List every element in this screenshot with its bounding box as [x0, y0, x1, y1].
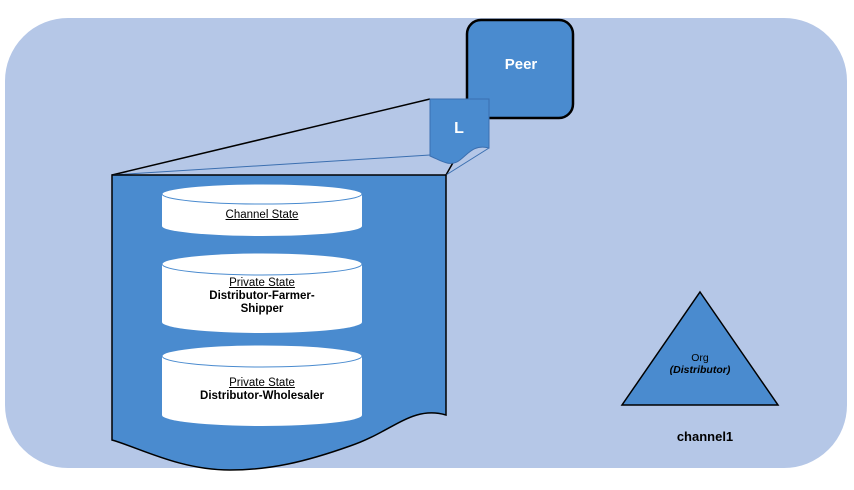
- peer-box: [465, 18, 575, 120]
- db-private-state-1-title: Private State: [229, 277, 295, 289]
- db-private-state-1-label: Private State Distributor-Farmer- Shippe…: [162, 277, 362, 317]
- peer-label: Peer: [504, 56, 538, 73]
- db-channel-state-title: Channel State: [225, 209, 299, 221]
- db-private-state-2-label: Private State Distributor-Wholesaler: [162, 377, 362, 403]
- db-private-state-2-title: Private State: [229, 377, 295, 389]
- org-label: Org (Distributor): [622, 352, 778, 376]
- zoom-line-bottom-right: [445, 147, 490, 176]
- db-channel-state-cylinder: [161, 183, 363, 236]
- org-name: Org: [691, 352, 709, 364]
- db-private-state-1-cylinder: [161, 252, 363, 333]
- db-channel-state-label: Channel State: [162, 209, 362, 222]
- ledger-document-shape: [429, 98, 490, 164]
- channel-label: channel1: [676, 429, 734, 444]
- db-private-state-1-detail: Distributor-Farmer- Shipper: [209, 290, 315, 316]
- org-role: (Distributor): [669, 364, 731, 377]
- zoom-line-bottom-left: [111, 154, 431, 176]
- org-triangle: [620, 290, 780, 406]
- db-private-state-2-cylinder: [161, 344, 363, 426]
- ledger-label: L: [454, 120, 464, 137]
- zoom-line-left: [111, 98, 431, 176]
- db-private-state-2-detail: Distributor-Wholesaler: [200, 390, 324, 403]
